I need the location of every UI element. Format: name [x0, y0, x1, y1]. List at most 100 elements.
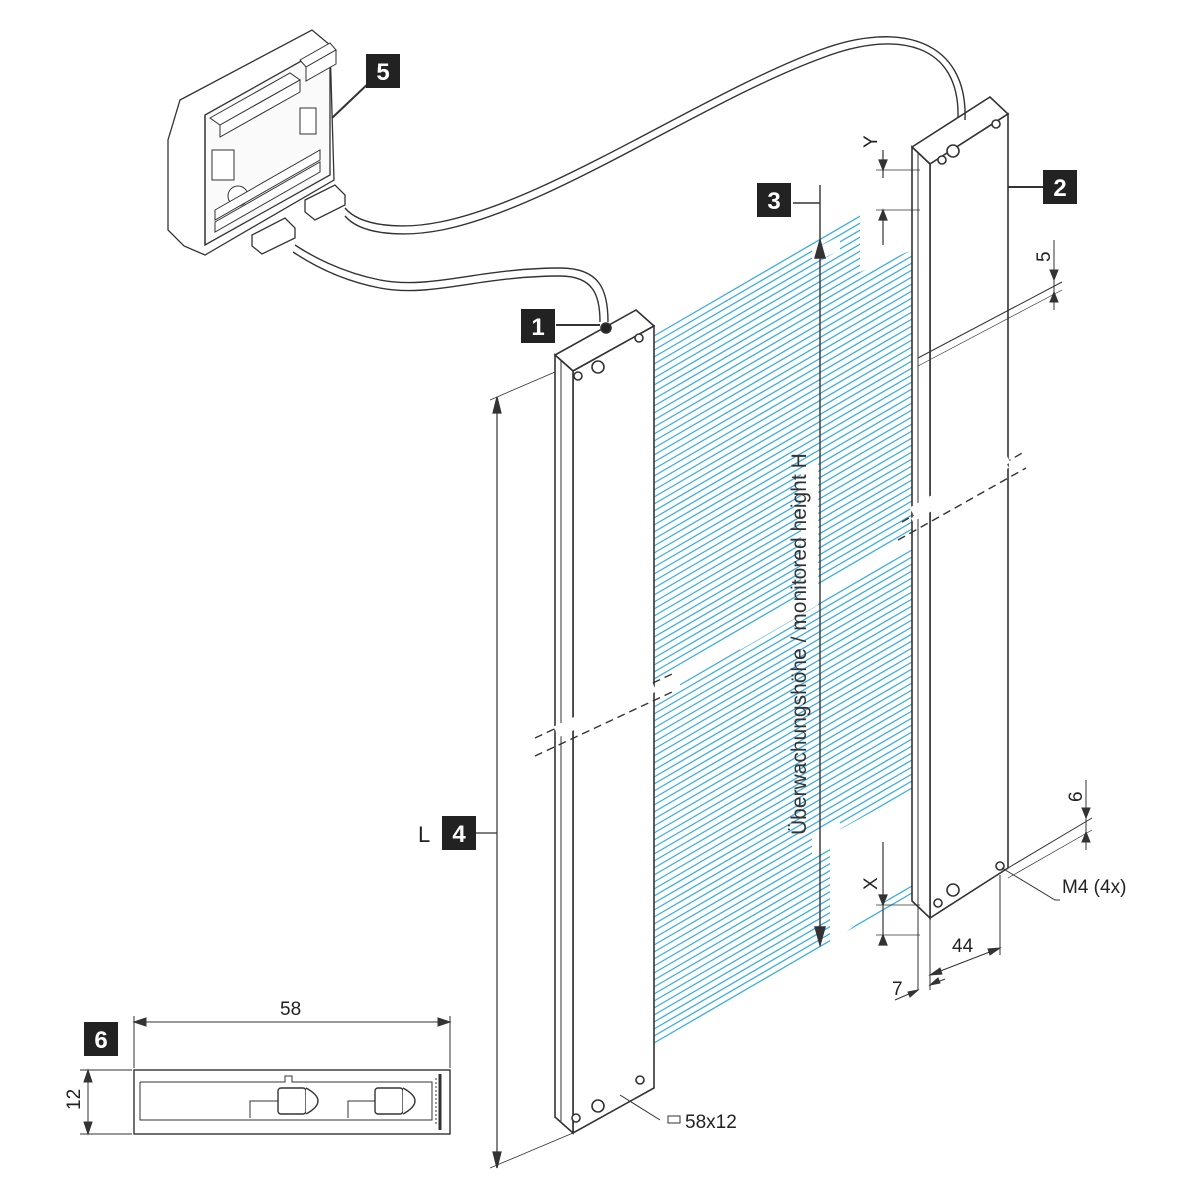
- emitter-bar-1: [553, 309, 656, 1135]
- light-beam-field: [653, 172, 913, 1044]
- light-beam: [653, 598, 913, 750]
- cross-section-6: [133, 1069, 451, 1135]
- light-beam: [653, 682, 913, 834]
- light-beam: [653, 311, 913, 463]
- light-beam: [653, 696, 913, 848]
- light-beam: [653, 773, 913, 925]
- light-beam: [653, 766, 913, 918]
- light-beam: [653, 577, 913, 729]
- light-beam: [653, 409, 913, 561]
- light-beam: [653, 731, 913, 883]
- dim-58: [132, 1016, 452, 1068]
- light-beam: [653, 381, 913, 533]
- light-beam: [653, 465, 913, 617]
- light-beam: [653, 703, 913, 855]
- light-beam: [653, 451, 913, 603]
- light-beam: [653, 437, 913, 589]
- light-beam: [653, 255, 913, 407]
- beam-break-gap: [812, 236, 840, 264]
- light-beam: [653, 745, 913, 897]
- light-beam: [653, 647, 913, 799]
- light-beam: [653, 395, 913, 547]
- light-beam: [653, 367, 913, 519]
- beam-break-gap: [860, 172, 912, 272]
- beam-break-gap: [654, 670, 680, 704]
- beam-break-gap: [740, 595, 818, 650]
- light-beam: [653, 416, 913, 568]
- svg-text:5: 5: [376, 59, 389, 86]
- light-beam: [653, 570, 913, 722]
- svg-text:1: 1: [531, 314, 544, 341]
- light-beam: [653, 353, 913, 505]
- light-beam: [653, 297, 913, 449]
- light-beam: [653, 563, 913, 715]
- light-beam: [653, 486, 913, 638]
- monitored-height-label: Überwachungshöhe / monitored height H: [788, 453, 811, 835]
- light-beam: [653, 605, 913, 757]
- dim-length-L: [475, 371, 574, 1169]
- svg-text:2: 2: [1053, 175, 1066, 202]
- light-beam: [653, 626, 913, 778]
- light-beam: [653, 269, 913, 421]
- dim-6: [1007, 780, 1093, 879]
- light-beam: [653, 304, 913, 456]
- light-beam: [653, 493, 913, 645]
- dim-12-label: 12: [64, 1089, 85, 1110]
- profile-leader: [619, 1094, 681, 1124]
- light-beam: [653, 759, 913, 911]
- callout-3: 3: [757, 183, 791, 217]
- light-beam: [653, 346, 913, 498]
- light-beam: [653, 374, 913, 526]
- light-beam: [653, 619, 913, 771]
- light-beam: [653, 283, 913, 435]
- light-beam: [653, 430, 913, 582]
- m4-label: M4 (4x): [1062, 877, 1126, 898]
- light-beam: [653, 332, 913, 484]
- dim-5-label: 5: [1034, 251, 1055, 262]
- light-beam: [653, 661, 913, 813]
- light-beam: [653, 360, 913, 512]
- dim-5: [917, 240, 1063, 367]
- callout-4: 4: [442, 816, 476, 850]
- profile-label: 58x12: [685, 1112, 737, 1133]
- light-beam: [653, 262, 913, 414]
- light-beam: [653, 248, 913, 400]
- light-beam: [653, 402, 913, 554]
- callout-1: 1: [521, 309, 600, 343]
- light-beam: [653, 689, 913, 841]
- beam-break-gap: [812, 820, 840, 855]
- light-beam: [653, 752, 913, 904]
- svg-text:4: 4: [452, 821, 466, 848]
- light-beam: [653, 514, 913, 666]
- light-beam: [653, 654, 913, 806]
- bar-2-break-marks: [897, 451, 1027, 541]
- light-beam: [653, 325, 913, 477]
- light-beam: [653, 472, 913, 624]
- light-beam: [653, 668, 913, 820]
- light-beam: [653, 500, 913, 652]
- light-beam: [653, 507, 913, 659]
- receiver-bar-2: [910, 95, 1010, 920]
- light-beam: [653, 458, 913, 610]
- light-beam: [653, 591, 913, 743]
- light-beam: [653, 556, 913, 708]
- bar-1-break-marks: [534, 673, 673, 757]
- monitored-height-dimension: [793, 185, 826, 948]
- light-beam: [653, 780, 913, 932]
- beam-break-gap: [830, 790, 912, 945]
- beam-break-gap: [818, 530, 912, 603]
- light-beam: [653, 675, 913, 827]
- light-beam: [653, 444, 913, 596]
- svg-text:6: 6: [94, 1027, 107, 1054]
- dim-44-7: [894, 875, 1002, 1001]
- m4-leader: [1001, 867, 1060, 901]
- dim-x-label: X: [861, 877, 882, 890]
- light-beam: [653, 479, 913, 631]
- light-beam: [653, 388, 913, 540]
- light-beam: [653, 318, 913, 470]
- dim-6-label: 6: [1066, 791, 1087, 802]
- light-beam: [653, 892, 913, 1044]
- dim-x: [876, 842, 920, 946]
- callout-5: 5: [331, 54, 400, 119]
